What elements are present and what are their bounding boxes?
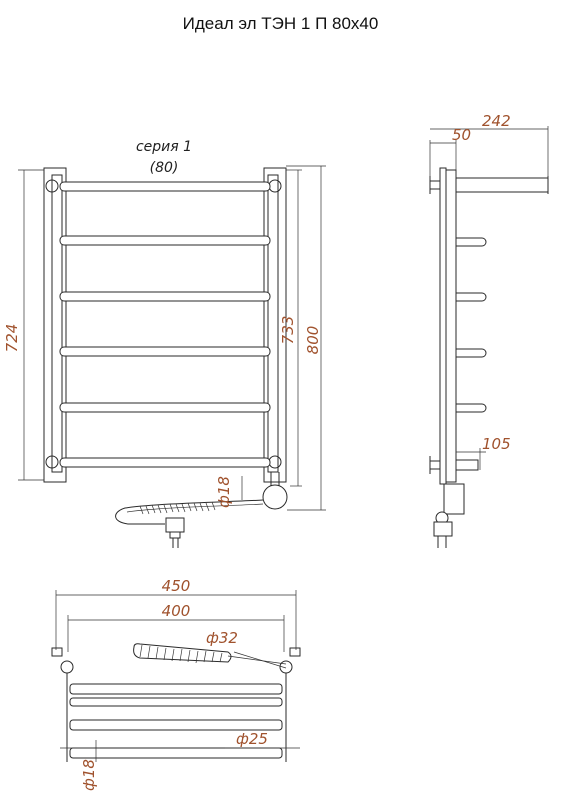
top-rail-3 [69, 719, 283, 731]
front-heater-head [262, 484, 288, 510]
series-label: серия 1 [136, 139, 192, 155]
side-rung-2 [455, 292, 487, 302]
dim-800-label: 800 [304, 326, 322, 355]
dim-724-label: 724 [3, 324, 21, 353]
front-cable [115, 499, 264, 525]
side-bottom-arm [455, 459, 479, 471]
front-rung-6 [59, 457, 271, 468]
front-left-bracket [43, 167, 67, 483]
front-mount-tl [45, 179, 59, 193]
series-value: (80) [150, 160, 179, 176]
dim-105-label: 105 [482, 435, 511, 453]
dim-50-label: 50 [452, 126, 471, 144]
front-rung-2 [59, 235, 271, 246]
front-dim-phi18-label: ф18 [215, 476, 233, 508]
top-rail-4 [69, 747, 283, 759]
top-rail-1 [69, 683, 283, 695]
side-mount-bottom [429, 460, 441, 470]
side-wall-bar [439, 167, 447, 485]
front-rung-3 [59, 291, 271, 302]
side-pipe [445, 169, 457, 483]
front-view: 724 733 800 ф18 серия 1 (80) [3, 139, 326, 548]
top-dim-phi32-label: ф32 [206, 629, 238, 647]
top-mount-left [60, 660, 74, 674]
dim-400-label: 400 [162, 602, 191, 620]
front-right-bracket [263, 167, 287, 483]
front-right-pipe [267, 174, 279, 473]
dim-733-label: 733 [279, 316, 297, 345]
side-view: 50 242 105 [429, 112, 549, 548]
front-cable-spiral [139, 501, 216, 515]
side-top-shelf [455, 177, 549, 193]
dim-242-label: 242 [482, 112, 511, 130]
front-plug [165, 517, 185, 548]
front-rung-5 [59, 402, 271, 413]
front-rung-4 [59, 346, 271, 357]
side-heater [443, 483, 465, 515]
front-mount-bl [45, 455, 59, 469]
side-plug [433, 521, 453, 537]
front-left-pipe [51, 174, 63, 473]
dim-450-label: 450 [162, 577, 191, 595]
side-mount-top [429, 180, 441, 190]
front-rung-1 [59, 181, 271, 192]
side-rung-1 [455, 237, 487, 247]
page-title: Идеал эл ТЭН 1 П 80х40 [182, 14, 379, 33]
top-rail-2 [69, 697, 283, 707]
side-rung-4 [455, 403, 487, 413]
top-dim-phi18-label: ф18 [80, 759, 98, 791]
side-rung-3 [455, 348, 487, 358]
top-dim-phi25-label: ф25 [236, 730, 268, 748]
top-view: 450 400 ф32 ф25 ф18 [51, 577, 301, 791]
